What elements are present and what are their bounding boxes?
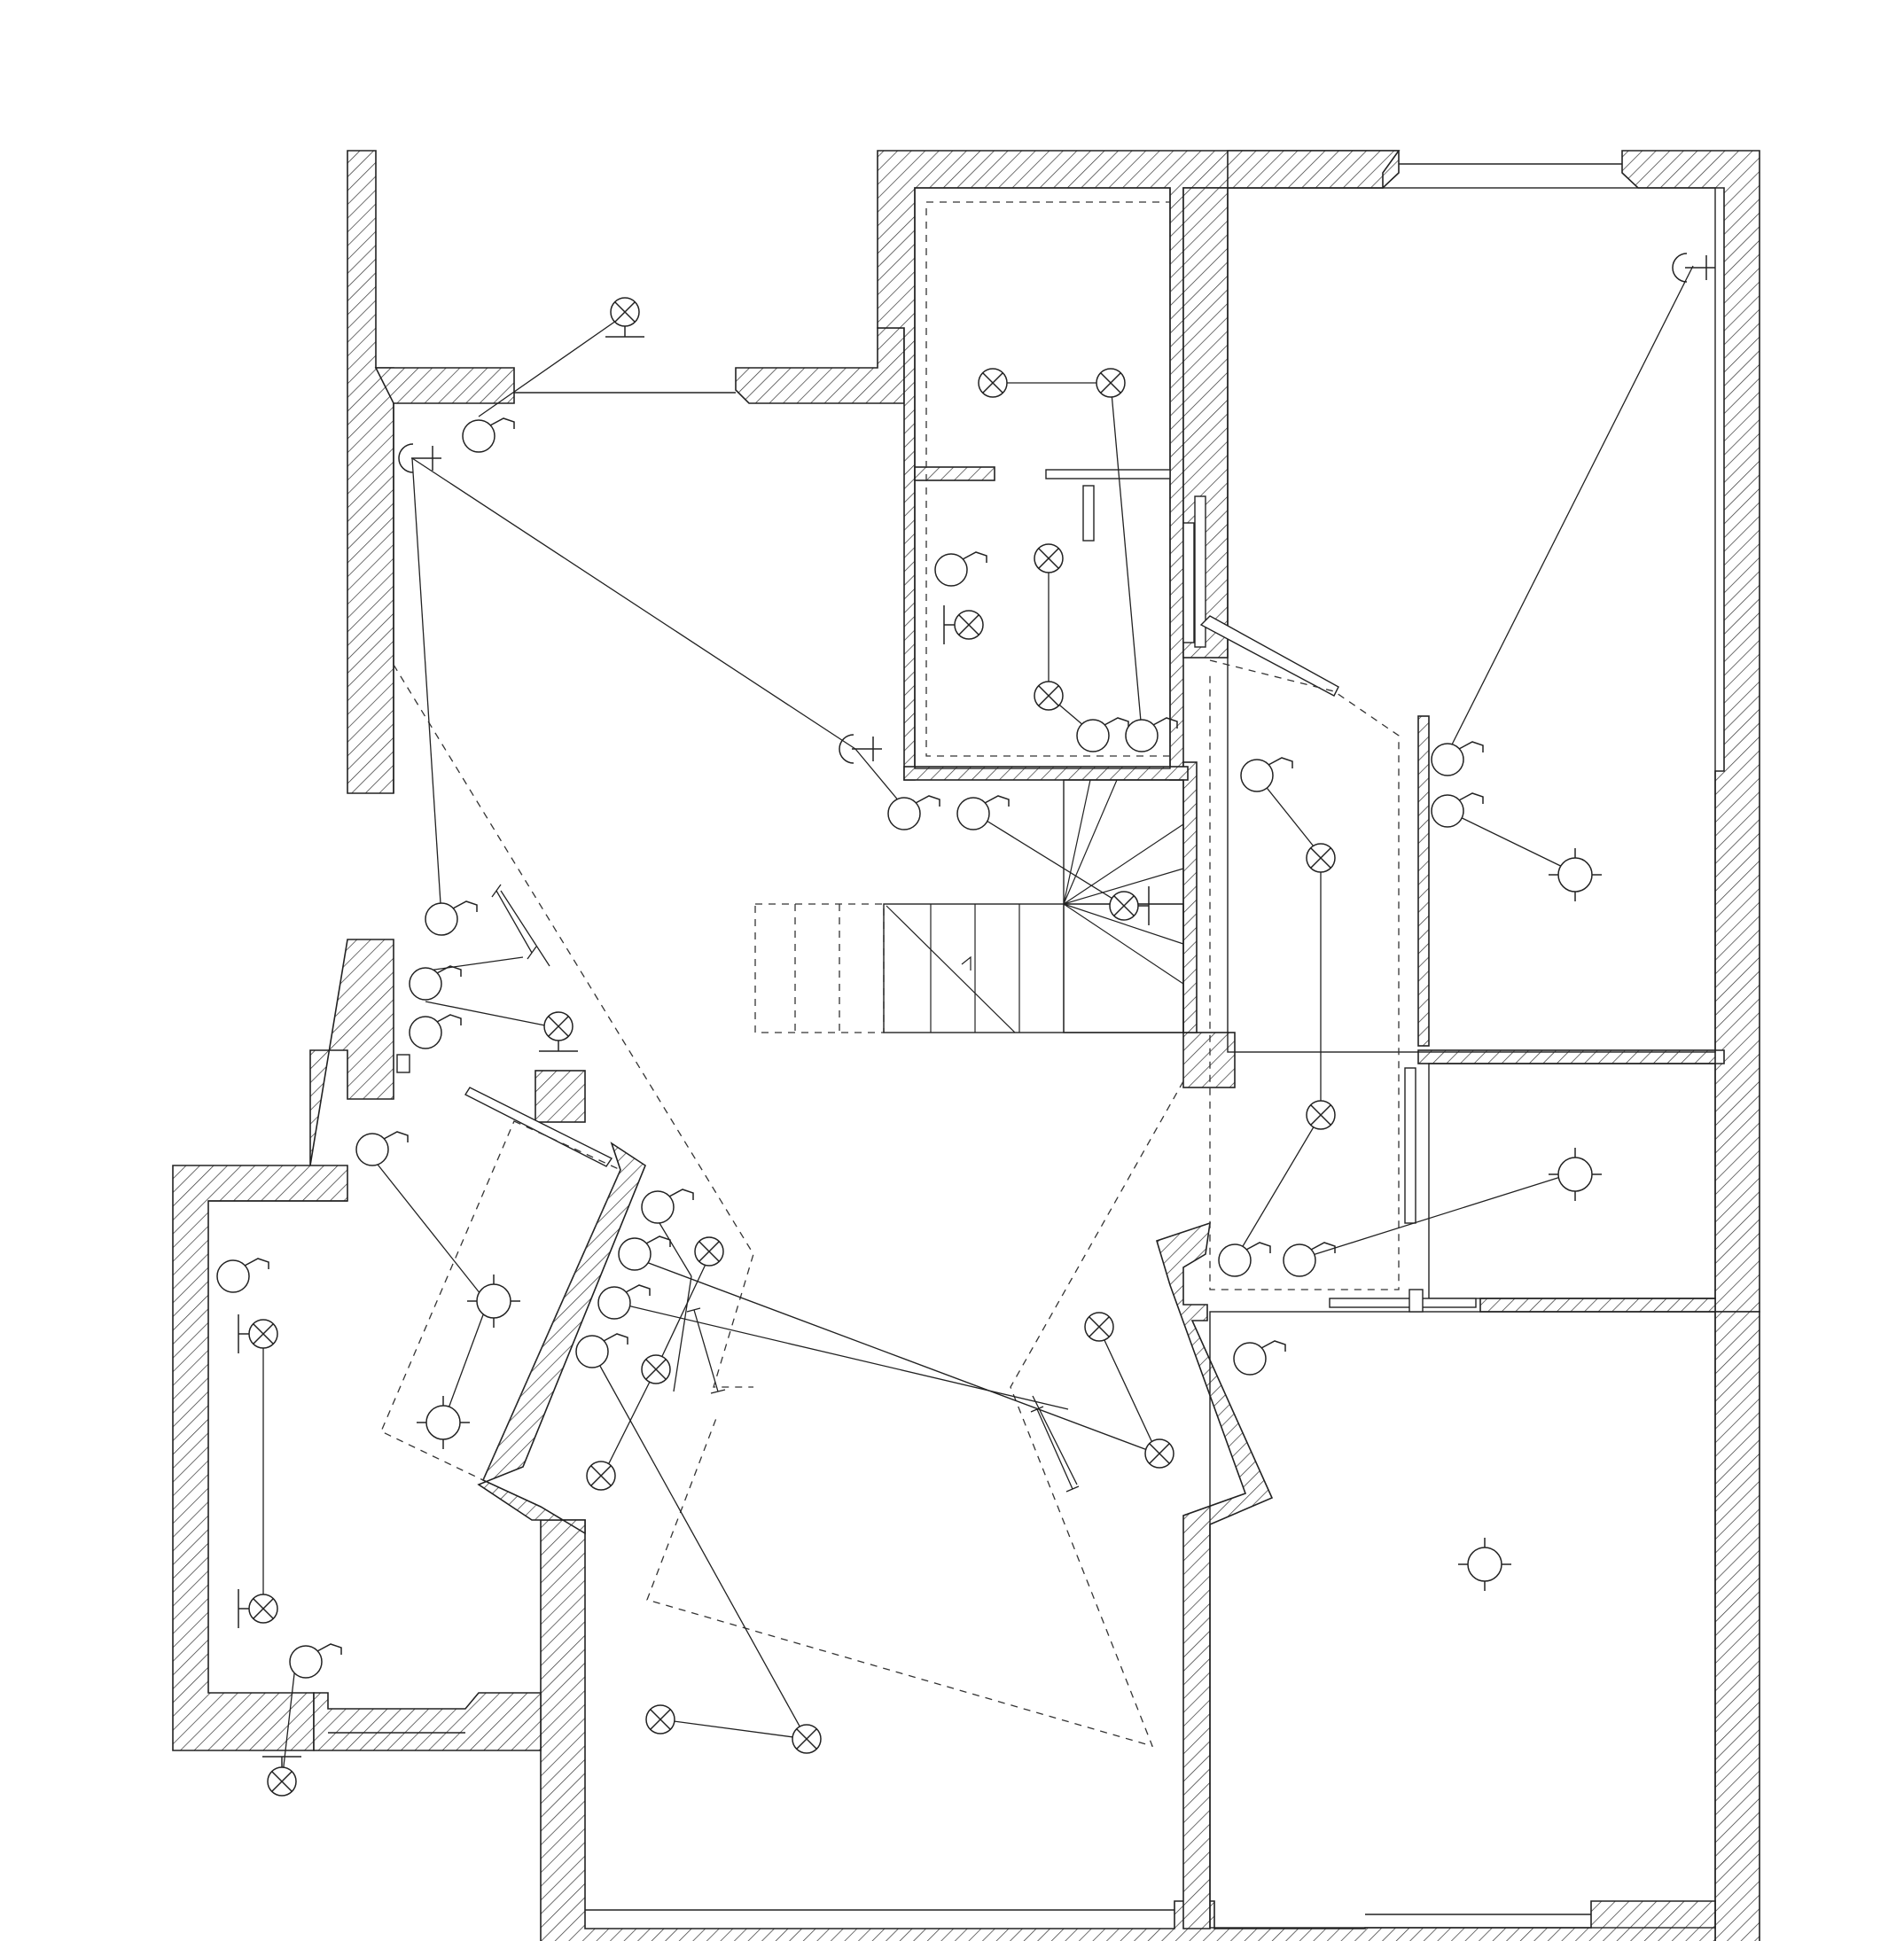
ceiling-light-icon (1084, 1312, 1114, 1342)
ceiling-light-icon (792, 1724, 822, 1754)
ceiling-light-icon (1034, 681, 1064, 711)
wall-stair-core (1182, 1032, 1236, 1088)
exterior-walls (172, 150, 1760, 1941)
wall-marks (491, 884, 1080, 1493)
wall-stair-right (1182, 761, 1198, 1033)
pendant-light-icon (238, 1313, 278, 1354)
switch-icon (934, 551, 987, 587)
ceiling-light-icon (978, 368, 1008, 398)
switch-icon (1431, 741, 1484, 776)
ceiling-light-icon (641, 1354, 671, 1384)
wall-left-upper (347, 150, 394, 794)
switch-icon (956, 795, 1010, 830)
switch-icon (618, 1236, 671, 1271)
switch-icon (1218, 1242, 1271, 1277)
pendant-light-icon (538, 1011, 579, 1052)
ceiling-light-icon (586, 1461, 616, 1491)
door-bath-upper-leaf (1082, 485, 1095, 542)
wall-top-right-of-window (735, 327, 905, 404)
ceiling-light-icon (1306, 843, 1336, 873)
switch-icon (575, 1333, 628, 1368)
wall-top-right-room (1227, 150, 1401, 189)
socket-icon (398, 443, 442, 473)
downlight-icon (1548, 847, 1603, 902)
switch-icon (887, 795, 940, 830)
switch-icon (1283, 1242, 1336, 1277)
wall-lower-right-horizontal (1479, 1298, 1716, 1313)
wall-top-left-room (374, 367, 515, 404)
switch-icon (409, 965, 462, 1001)
chimney (535, 1070, 586, 1123)
switch-icon (289, 1643, 342, 1679)
staircase (754, 779, 1184, 1033)
switch-icon (425, 900, 478, 936)
switch-icon (641, 1189, 694, 1224)
downlight-icon (1457, 1537, 1512, 1592)
downlight-icon (416, 1395, 471, 1450)
wall-center-diagonal (477, 1142, 646, 1535)
door-right-room-lower (1329, 1298, 1477, 1308)
ceiling-light-icon (694, 1236, 724, 1267)
wiring (262, 265, 1694, 1782)
switch-icon (597, 1284, 651, 1320)
door-right-diagonal (1199, 615, 1339, 697)
door-bath-upper (1045, 469, 1171, 479)
downlight-icon (466, 1274, 521, 1329)
pendant-light-icon (238, 1588, 278, 1629)
door-lower-right-stub (1408, 1289, 1424, 1313)
socket-icon (839, 734, 883, 764)
wall-right-lower (1714, 1311, 1760, 1941)
door-diagonal-left (464, 1087, 613, 1167)
switch-icon (1240, 757, 1293, 792)
fixtures (216, 253, 1716, 1797)
wall-bottom-left-room (313, 1692, 542, 1751)
switch-icon (462, 417, 515, 453)
ceiling-light-icon (1034, 543, 1064, 573)
ceiling-light-icon (1144, 1438, 1174, 1469)
switch-icon (1076, 717, 1129, 752)
switch-icon (1233, 1340, 1286, 1376)
door-left-stub (396, 1054, 410, 1073)
switch-icon (409, 1014, 462, 1049)
room-outlines (208, 163, 1716, 1929)
ceiling-light-icon (645, 1704, 675, 1734)
wall-right-room-partition (1417, 715, 1430, 1047)
wall-right-diagonal (1156, 1221, 1274, 1929)
ceiling-light-icon (1096, 368, 1126, 398)
wall-bottom (540, 1519, 1716, 1941)
pendant-light-icon (261, 1756, 302, 1797)
dashed-zones (380, 201, 1400, 1747)
doors (396, 469, 1477, 1313)
pendant-light-icon (605, 297, 645, 338)
switch-icon (1431, 792, 1484, 828)
switch-icon (355, 1131, 409, 1166)
door-right-room-mid (1404, 1067, 1416, 1224)
socket-icon (1672, 253, 1716, 283)
wall-left-middle (172, 939, 394, 1751)
wall-bath-bottom (903, 766, 1189, 781)
stair-dashed-outline (754, 903, 885, 1033)
switch-icon (216, 1258, 269, 1293)
door-right-upper-leaf (1194, 495, 1206, 648)
downlight-icon (1548, 1147, 1603, 1202)
door-right-vertical (1182, 522, 1195, 643)
pendant-light-icon (1109, 885, 1150, 926)
pendant-light-icon (943, 604, 984, 645)
wall-top-right (1621, 150, 1760, 1313)
ceiling-light-icon (1306, 1100, 1336, 1130)
